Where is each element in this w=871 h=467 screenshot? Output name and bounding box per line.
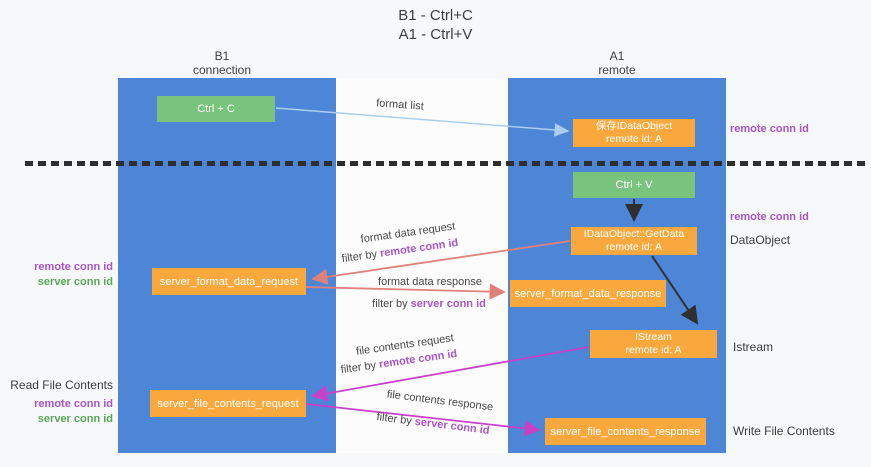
diagram-title-line1: B1 - Ctrl+C: [398, 7, 473, 24]
server-conn-id-text: server conn id: [410, 298, 486, 310]
diagram-title: B1 - Ctrl+C A1 - Ctrl+V: [0, 6, 871, 44]
label-remote-conn-id-mid-left: remote conn id: [34, 261, 113, 273]
node-save-idataobject-line1: 保存IDataObject: [595, 120, 673, 132]
label-write-file-contents: Write File Contents: [733, 424, 835, 438]
node-save-idataobject: 保存IDataObject remote id: A: [573, 119, 695, 147]
lane-header-a1: A1 remote: [547, 49, 687, 77]
label-remote-conn-id-mid-right: remote conn id: [730, 211, 809, 223]
node-ctrl-v: Ctrl + V: [573, 172, 695, 198]
node-save-idataobject-line2: remote id: A: [605, 133, 663, 145]
node-server-file-contents-request-label: server_file_contents_request: [157, 397, 299, 410]
node-ctrl-c-label: Ctrl + C: [197, 103, 235, 115]
node-idataobject-getdata-line2: remote id: A: [605, 241, 663, 253]
node-server-format-data-request: server_format_data_request: [152, 268, 306, 295]
node-server-file-contents-response: server_file_contents_response: [545, 418, 706, 445]
label-read-file-contents: Read File Contents: [10, 378, 113, 392]
node-server-format-data-response-label: server_format_data_response: [514, 287, 662, 300]
node-idataobject-getdata: IDataObject::GetData remote id: A: [571, 227, 697, 255]
label-istream: Istream: [733, 340, 774, 354]
node-istream-line1: IStream: [635, 331, 672, 343]
filter-by-text: filter by: [372, 298, 408, 310]
node-istream: IStream remote id: A: [590, 330, 717, 358]
label-dataobject: DataObject: [730, 233, 791, 247]
label-server-conn-id-mid-left: server conn id: [37, 276, 113, 288]
lane-header-b1-sub: connection: [192, 63, 252, 77]
arrow-label-format-data-response: format data response: [378, 276, 482, 288]
dashed-separator: [25, 161, 866, 166]
node-idataobject-getdata-line1: IDataObject::GetData: [583, 228, 685, 240]
label-remote-conn-id-top-right: remote conn id: [730, 123, 809, 135]
lane-header-a1-name: A1: [609, 49, 625, 63]
arrow-label-filter-server-1: filter by server conn id: [372, 298, 486, 310]
label-remote-conn-id-bottom-left: remote conn id: [34, 398, 113, 410]
label-server-conn-id-bottom-left: server conn id: [37, 413, 113, 425]
node-server-file-contents-response-label: server_file_contents_response: [550, 425, 701, 438]
lane-header-b1: B1 connection: [152, 49, 292, 77]
lane-header-b1-name: B1: [214, 49, 230, 63]
node-ctrl-v-label: Ctrl + V: [615, 179, 653, 191]
arrow-label-format-data-response-text: format data response: [378, 276, 482, 288]
node-istream-line2: remote id: A: [625, 344, 682, 356]
node-server-file-contents-request: server_file_contents_request: [150, 390, 306, 417]
node-server-format-data-response: server_format_data_response: [510, 280, 666, 307]
diagram-title-line2: A1 - Ctrl+V: [398, 26, 473, 43]
lane-header-a1-sub: remote: [598, 63, 636, 77]
node-server-format-data-request-label: server_format_data_request: [159, 275, 299, 288]
node-ctrl-c: Ctrl + C: [157, 96, 275, 122]
